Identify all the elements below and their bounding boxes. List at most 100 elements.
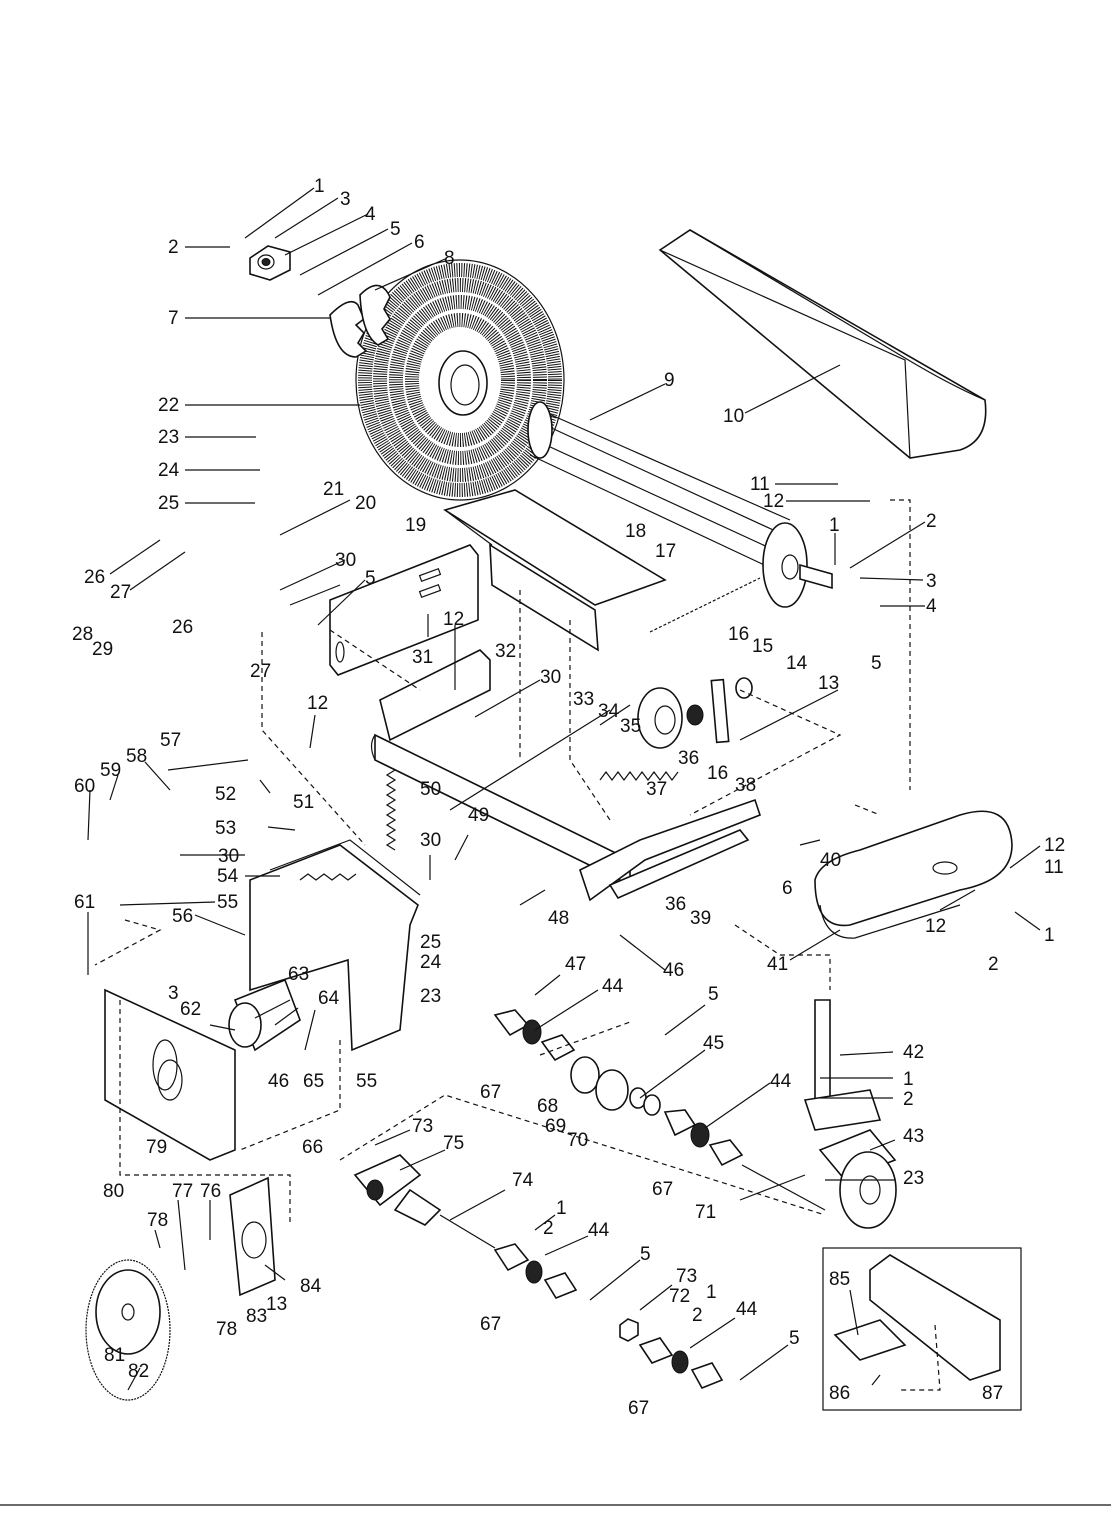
callout-30: 30	[335, 550, 356, 571]
callout-79: 79	[146, 1137, 167, 1158]
callout-1f: 1	[706, 1282, 717, 1303]
callout-11b: 11	[1044, 857, 1064, 878]
callout-67c: 67	[480, 1314, 501, 1335]
hood-part	[658, 229, 987, 459]
callout-55: 55	[217, 892, 238, 913]
inset-detail	[822, 1247, 1022, 1411]
callout-24: 24	[158, 460, 180, 481]
callout-13: 13	[818, 673, 839, 694]
dashed-lines	[94, 499, 941, 1391]
callout-30c: 30	[218, 846, 239, 867]
callout-64: 64	[318, 988, 340, 1009]
callout-87: 87	[982, 1383, 1003, 1404]
callout-34: 34	[598, 701, 620, 722]
callout-17: 17	[655, 541, 676, 562]
callout-1e: 1	[556, 1198, 567, 1219]
callout-85: 85	[829, 1269, 850, 1290]
callout-61: 61	[74, 892, 95, 913]
callout-10: 10	[723, 406, 744, 427]
callout-59: 59	[100, 760, 121, 781]
callout-2e: 2	[543, 1218, 554, 1239]
callout-4: 4	[365, 204, 376, 225]
callout-46: 46	[663, 960, 684, 981]
callout-39: 39	[690, 908, 711, 929]
callout-68: 68	[537, 1096, 558, 1117]
belt-cover-part	[814, 810, 1013, 939]
callout-11: 11	[750, 474, 770, 495]
chain-part	[649, 577, 761, 633]
bearing-part-top	[249, 245, 291, 281]
callout-1: 1	[314, 176, 325, 197]
callout-52: 52	[215, 784, 236, 805]
guard-part	[229, 1176, 276, 1297]
callout-6: 6	[414, 232, 425, 253]
callout-86: 86	[829, 1383, 850, 1404]
callout-22: 22	[158, 395, 179, 416]
callout-9: 9	[664, 370, 675, 391]
callout-15: 15	[752, 636, 773, 657]
callout-5c: 5	[365, 568, 376, 589]
callout-44b: 44	[770, 1071, 792, 1092]
callout-60: 60	[74, 776, 95, 797]
callout-71: 71	[695, 1202, 716, 1223]
callout-49: 49	[468, 805, 489, 826]
callout-81: 81	[104, 1345, 125, 1366]
callout-78b: 78	[216, 1319, 237, 1340]
callout-73b: 73	[676, 1266, 697, 1287]
callout-74: 74	[512, 1170, 534, 1191]
callout-19: 19	[405, 515, 426, 536]
rake-shaft-part	[527, 401, 833, 608]
callout-2: 2	[168, 237, 179, 258]
frame-tube-part	[370, 649, 761, 902]
parts-drawing	[85, 229, 1022, 1411]
callout-23c: 23	[903, 1168, 924, 1189]
callout-16b: 16	[707, 763, 728, 784]
callout-75: 75	[443, 1133, 464, 1154]
callout-51: 51	[293, 792, 314, 813]
callout-2d: 2	[903, 1089, 914, 1110]
callout-67b: 67	[652, 1179, 673, 1200]
callout-5b: 5	[871, 653, 882, 674]
callout-40: 40	[820, 850, 841, 871]
callout-1c: 1	[1044, 925, 1055, 946]
callout-69: 69	[545, 1116, 566, 1137]
callout-70: 70	[567, 1130, 588, 1151]
lower-bearings-part	[493, 1243, 724, 1390]
callout-82: 82	[128, 1361, 149, 1382]
callout-80: 80	[103, 1181, 124, 1202]
callout-56: 56	[172, 906, 193, 927]
callout-41: 41	[767, 954, 788, 975]
callout-5f: 5	[789, 1328, 800, 1349]
callout-13b: 13	[266, 1294, 287, 1315]
side-plate-79-part	[104, 988, 236, 1161]
pulley-part	[637, 677, 753, 749]
callout-67: 67	[480, 1082, 501, 1103]
side-plate-part	[329, 544, 479, 676]
callout-76: 76	[200, 1181, 221, 1202]
callout-14: 14	[786, 653, 808, 674]
callout-5: 5	[390, 219, 401, 240]
callout-26: 26	[84, 567, 105, 588]
callout-33: 33	[573, 689, 594, 710]
callout-25: 25	[158, 493, 179, 514]
callout-36: 36	[678, 748, 699, 769]
callout-12b: 12	[443, 609, 464, 630]
callout-65: 65	[303, 1071, 324, 1092]
callout-37: 37	[646, 779, 667, 800]
callout-2f: 2	[692, 1305, 703, 1326]
springs-part	[385, 769, 679, 851]
callout-44: 44	[602, 976, 624, 997]
brush-part	[355, 259, 565, 501]
callout-44d: 44	[736, 1299, 758, 1320]
callout-3c: 3	[168, 983, 179, 1004]
callout-labels: 1 3 4 5 6 8 2 7 9 10 22 23 24 25 21 20 1…	[72, 176, 1065, 1419]
universal-joint-part	[353, 1154, 496, 1249]
callout-32: 32	[495, 641, 516, 662]
callout-66: 66	[302, 1137, 323, 1158]
callout-3: 3	[340, 189, 351, 210]
callout-67d: 67	[628, 1398, 649, 1419]
callout-63: 63	[288, 964, 309, 985]
callout-4b: 4	[926, 596, 937, 617]
caster-wheel-part	[803, 999, 897, 1229]
callout-1b: 1	[829, 515, 840, 536]
